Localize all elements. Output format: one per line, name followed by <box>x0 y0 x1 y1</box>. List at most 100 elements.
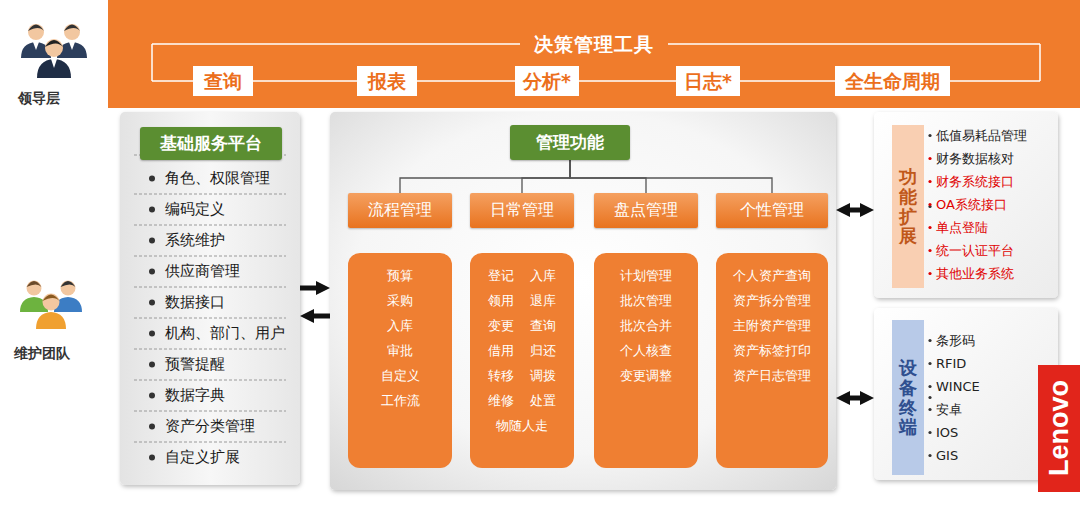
extension-panel: 功能扩展低值易耗品管理财务数据核对财务系统接口OA系统接口单点登陆统一认证平台其… <box>874 112 1058 298</box>
vertical-label-box: 设备终端 <box>892 320 924 475</box>
list-item: 批次合并 <box>620 313 672 338</box>
list-item: 财务数据核对 <box>874 147 1058 170</box>
list-item: 转移 调拨 <box>488 363 556 388</box>
list-item: 统一认证平台 <box>874 239 1058 262</box>
drawing-part <box>64 24 80 40</box>
flow-arrow <box>309 314 330 319</box>
list-item: 数据接口 <box>120 287 300 318</box>
role-label: 维护团队 <box>14 345 70 363</box>
category-box: 盘点管理 <box>594 193 698 228</box>
bracket-line <box>1039 44 1041 81</box>
flow-arrow <box>845 396 865 401</box>
list-item: 资产分类管理 <box>120 411 300 442</box>
item-list-box: 计划管理批次管理批次合并个人核查变更调整 <box>594 253 698 468</box>
bullet-dot <box>149 176 155 182</box>
box-label: 盘点管理 <box>614 200 678 221</box>
list-item: 财务系统接口 <box>874 170 1058 193</box>
list-item: 采购 <box>387 288 413 313</box>
list-item: 角色、权限管理 <box>120 163 300 194</box>
separator-line <box>134 411 286 412</box>
list-item: 预算 <box>387 263 413 288</box>
separator-line <box>134 318 286 319</box>
drawing-part <box>28 25 44 32</box>
list-item: RFID <box>874 352 1058 375</box>
list-item: 登记 入库 <box>488 263 556 288</box>
bullet-dot <box>928 339 931 342</box>
drawing-part <box>51 59 57 68</box>
list-item: 主附资产管理 <box>733 313 811 338</box>
list-item: 条形码 <box>874 329 1058 352</box>
list-item: 资产拆分管理 <box>733 288 811 313</box>
logo-text: Lenovo <box>1044 380 1075 476</box>
box-label: 日志* <box>684 70 732 92</box>
box-label: 设备终端 <box>899 358 917 437</box>
bullet-dot <box>149 269 155 275</box>
list-item: 其他业务系统 <box>874 262 1058 285</box>
box-label: 报表 <box>368 70 406 92</box>
drawing-part <box>61 281 76 296</box>
box-label: 查询 <box>204 70 242 92</box>
bullet-dot <box>928 431 931 434</box>
bullet-dot <box>928 134 931 137</box>
heading-box: 管理功能 <box>510 125 630 160</box>
tree-line <box>570 160 646 193</box>
tool-box: 分析* <box>515 66 579 96</box>
tool-box: 报表 <box>357 66 417 96</box>
drawing-part <box>61 281 76 287</box>
list-item: 变更 查询 <box>488 313 556 338</box>
bullet-dot <box>149 393 155 399</box>
list-item: 资产标签打印 <box>733 338 811 363</box>
tree-line <box>522 160 570 193</box>
drawing-part <box>27 281 42 287</box>
separator-line <box>134 256 286 257</box>
list-item: 工作流 <box>381 388 420 413</box>
band-ground <box>108 0 1080 108</box>
drawing-part <box>33 42 39 50</box>
list-item: OA系统接口 <box>874 193 1058 216</box>
drawing-part <box>45 40 63 47</box>
bullet-dot <box>149 238 155 244</box>
separator-line <box>134 380 286 381</box>
box-label: 流程管理 <box>368 200 432 221</box>
tool-box: 查询 <box>193 66 253 96</box>
bullet-dot <box>928 396 931 399</box>
bullet-dot <box>928 180 931 183</box>
bullet-dot <box>149 362 155 368</box>
list-item: 个人核查 <box>620 338 672 363</box>
drawing-part <box>69 42 75 50</box>
tree-line <box>400 160 570 193</box>
drawing-part <box>37 59 71 78</box>
box-label: 分析* <box>523 70 571 92</box>
panel-ground <box>330 112 836 490</box>
category-box: 个性管理 <box>716 193 828 228</box>
item-list-box: 个人资产查询资产拆分管理主附资产管理资产标签打印资产日志管理 <box>716 253 828 468</box>
bullet-dot <box>149 424 155 430</box>
panel-ground <box>874 112 1058 298</box>
list-item: IOS <box>874 421 1058 444</box>
list-item: 借用 归还 <box>488 338 556 363</box>
bullet-dot <box>928 203 931 206</box>
person-figure <box>36 294 66 330</box>
box-label: 日常管理 <box>490 200 554 221</box>
drawing-part <box>36 312 66 329</box>
box-label: 决策管理工具 <box>520 32 668 56</box>
list-item: 变更调整 <box>620 363 672 388</box>
vertical-label-box: 功能扩展 <box>892 125 924 288</box>
list-item: 供应商管理 <box>120 256 300 287</box>
person-figure <box>37 39 71 78</box>
flow-arrow <box>300 286 321 291</box>
list-item: 物随人走 <box>496 413 548 438</box>
bullet-dot <box>149 207 155 213</box>
category-box: 流程管理 <box>348 193 452 228</box>
bullet-dot <box>928 362 931 365</box>
panel-grounds <box>108 0 1080 490</box>
bullet-dot <box>149 455 155 461</box>
drawing-part <box>64 25 80 32</box>
list-item: 审批 <box>387 338 413 363</box>
item-list-box: 登记 入库领用 退库变更 查询借用 归还转移 调拨维修 处置物随人走 <box>470 253 574 468</box>
list-item: 数据字典 <box>120 380 300 411</box>
list-item: WINCE <box>874 375 1058 398</box>
category-box: 日常管理 <box>470 193 574 228</box>
bullet-dot <box>928 249 931 252</box>
